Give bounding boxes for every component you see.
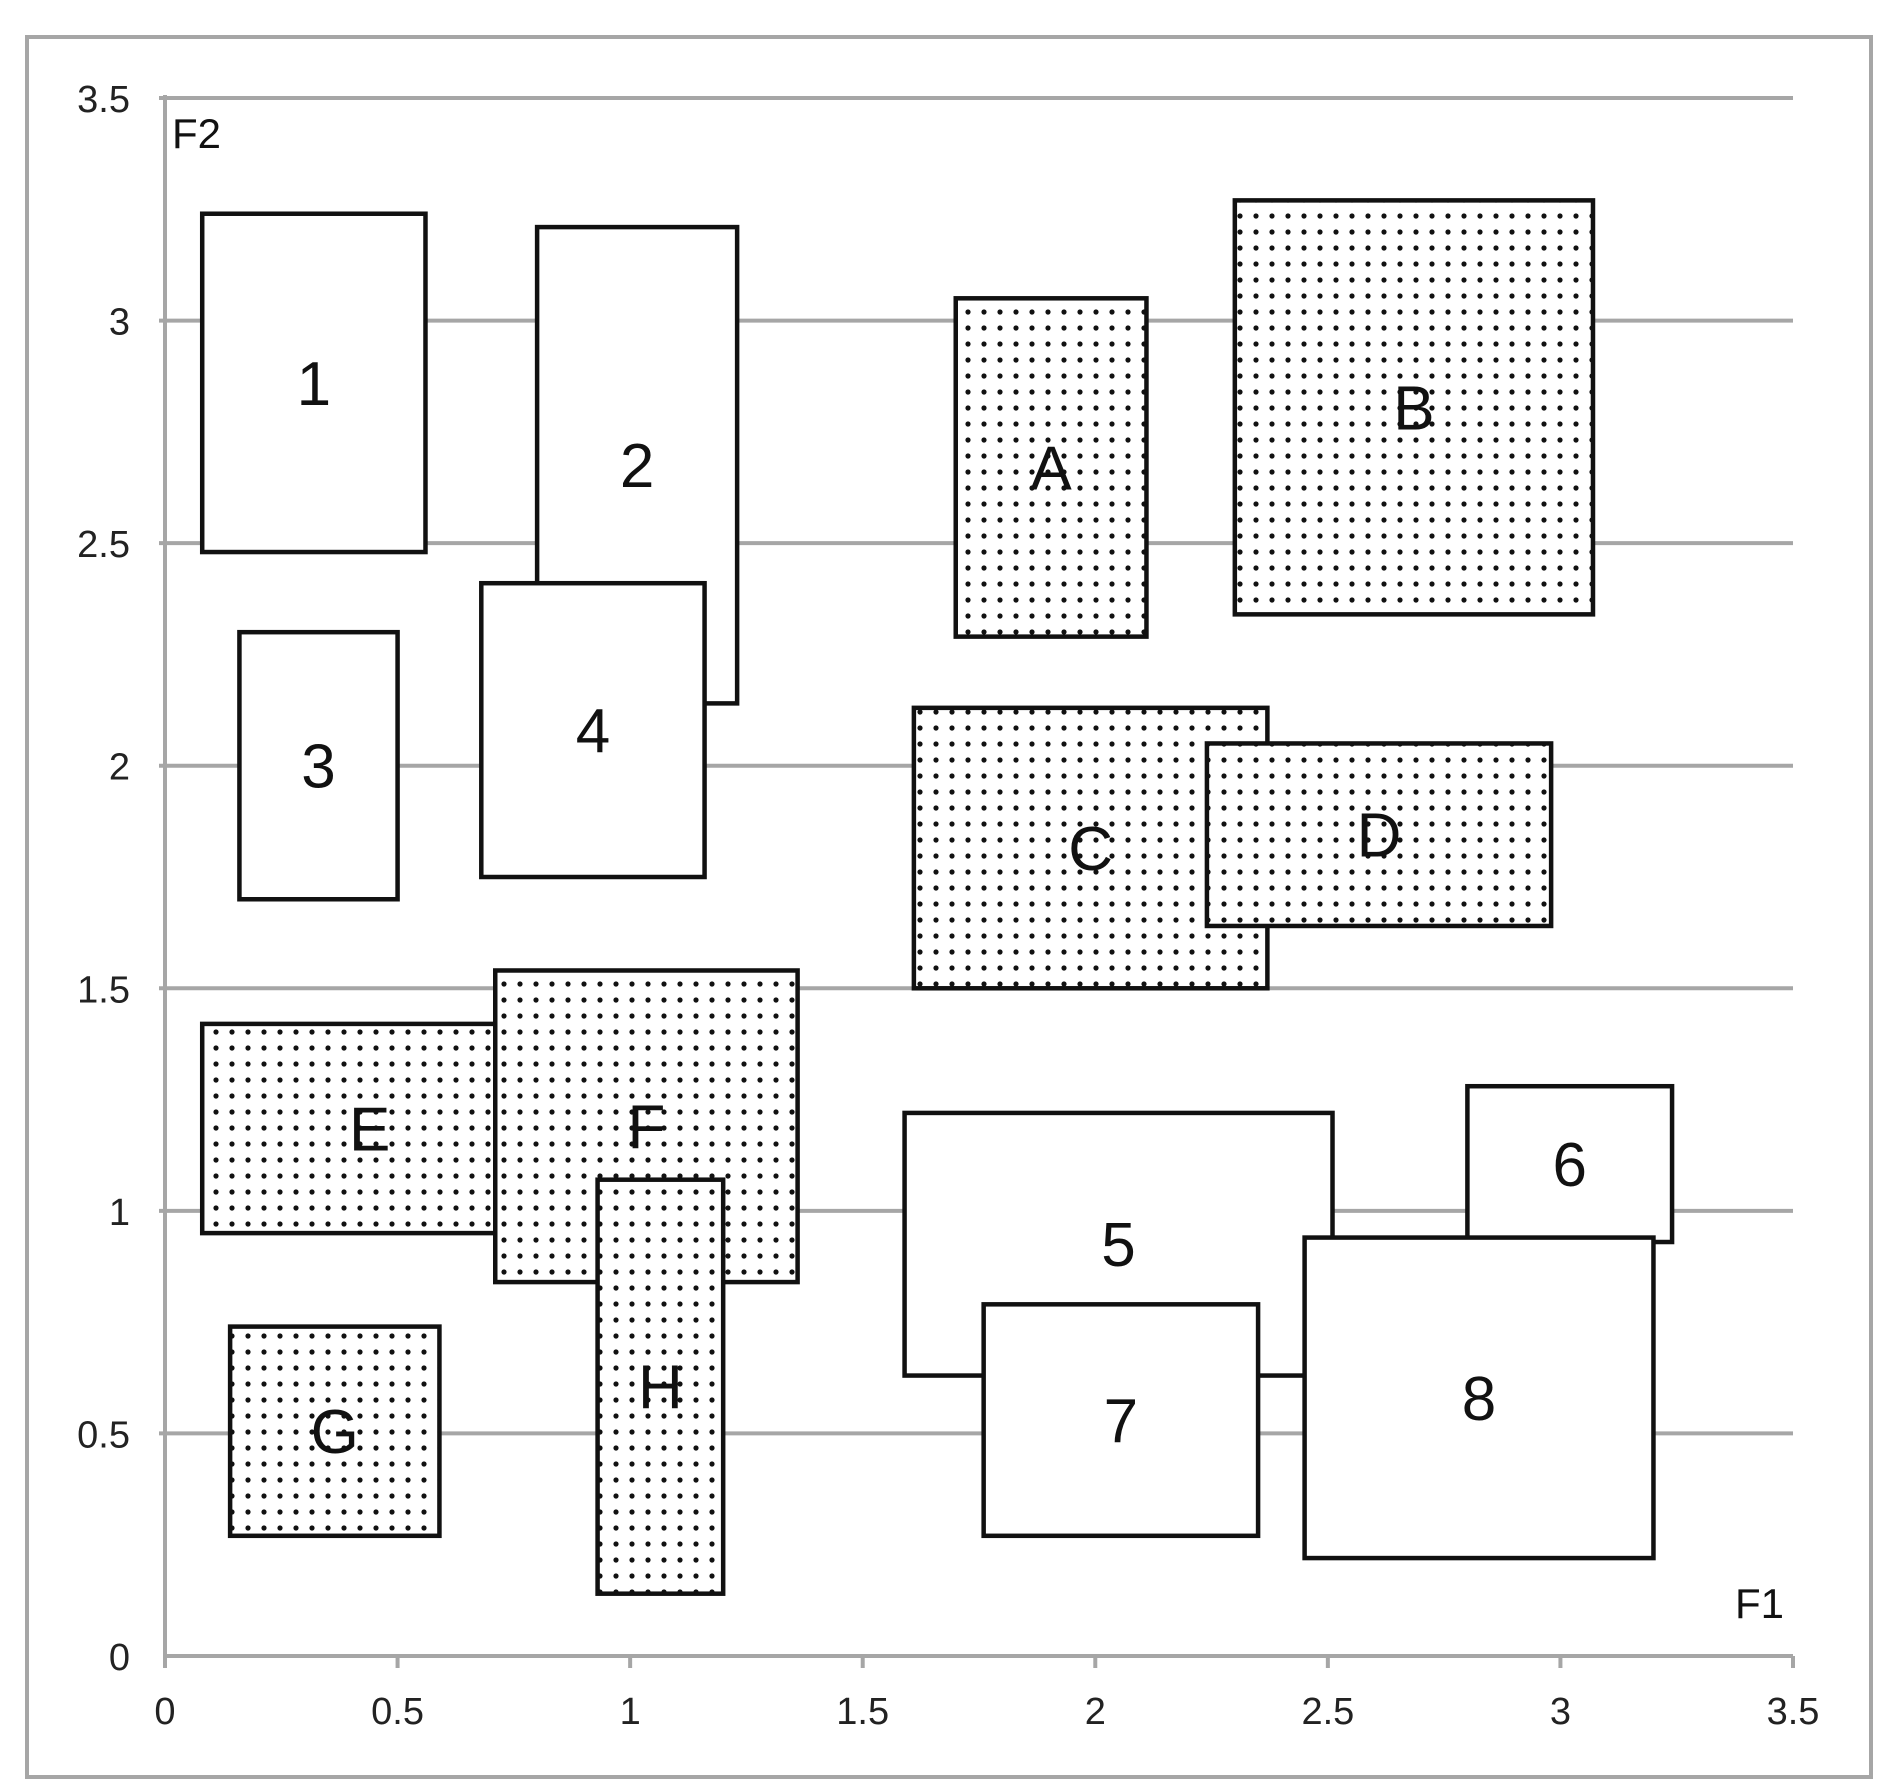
x-tick-label: 3.5 [1767, 1691, 1820, 1733]
region-box [479, 580, 707, 880]
tick-labels: 0 0.5 1 1.5 2 2.5 3 3.5 0 0.5 1 1.5 2 2.5 3 3.5 [77, 79, 1819, 1733]
region-box [902, 1110, 1335, 1378]
x-axis-title: F1 [1735, 1580, 1784, 1627]
x-tick-label: 2.5 [1301, 1691, 1354, 1733]
x-tick-label: 1 [620, 1691, 641, 1733]
region-b: B [1232, 198, 1596, 617]
region-label: F [627, 1093, 665, 1162]
region-h: H [595, 1177, 726, 1596]
region-label: D [1357, 802, 1402, 871]
region-label: 1 [297, 350, 331, 419]
y-tick-label: 2.5 [77, 524, 130, 566]
region-5: 5 [902, 1110, 1335, 1378]
y-axis-title: F2 [172, 110, 221, 157]
region-label: 7 [1104, 1387, 1138, 1456]
y-tick-label: 2 [109, 747, 130, 789]
x-tick-label: 2 [1085, 1691, 1106, 1733]
region-label: 6 [1552, 1131, 1586, 1200]
region-box [199, 211, 428, 555]
region-label: 5 [1101, 1211, 1135, 1280]
y-tick-label: 3 [109, 302, 130, 344]
region-7: 7 [981, 1302, 1261, 1539]
x-tick-label: 3 [1550, 1691, 1571, 1733]
region-label: H [638, 1354, 683, 1423]
region-label: B [1393, 374, 1434, 443]
region-8: 8 [1302, 1235, 1656, 1561]
region-label: 8 [1462, 1365, 1496, 1434]
y-tick-label: 1 [109, 1192, 130, 1234]
x-tick-label: 0.5 [371, 1691, 424, 1733]
region-box [953, 296, 1149, 639]
region-g: G [227, 1324, 442, 1539]
region-box [1204, 741, 1554, 929]
x-tick-label: 0 [154, 1691, 175, 1733]
region-box [227, 1324, 442, 1539]
region-d: D [1204, 741, 1554, 929]
region-box [1302, 1235, 1656, 1561]
region-4: 4 [479, 580, 707, 880]
region-box [237, 629, 400, 902]
region-label: C [1068, 815, 1113, 884]
region-box [1232, 198, 1596, 617]
region-label: E [349, 1096, 390, 1165]
y-tick-label: 1.5 [77, 969, 130, 1011]
region-label: A [1030, 434, 1072, 503]
region-3: 3 [237, 629, 400, 902]
region-label: G [311, 1398, 359, 1467]
y-tick-label: 0.5 [77, 1414, 130, 1456]
region-box [595, 1177, 726, 1596]
region-e: E [199, 1021, 540, 1236]
region-a: A [953, 296, 1149, 639]
region-label: 3 [301, 733, 335, 802]
y-tick-label: 0 [109, 1637, 130, 1679]
region-6: 6 [1465, 1083, 1675, 1245]
region-box [981, 1302, 1261, 1539]
regions: 1 2 3 4 A B C D E F G H 5 6 7 8 [199, 198, 1675, 1596]
axes [163, 95, 1795, 1668]
region-1: 1 [199, 211, 428, 555]
region-label: 2 [620, 432, 654, 501]
x-tick-label: 1.5 [836, 1691, 889, 1733]
region-box [1465, 1083, 1675, 1245]
y-tick-label: 3.5 [77, 79, 130, 121]
region-label: 4 [576, 697, 610, 766]
